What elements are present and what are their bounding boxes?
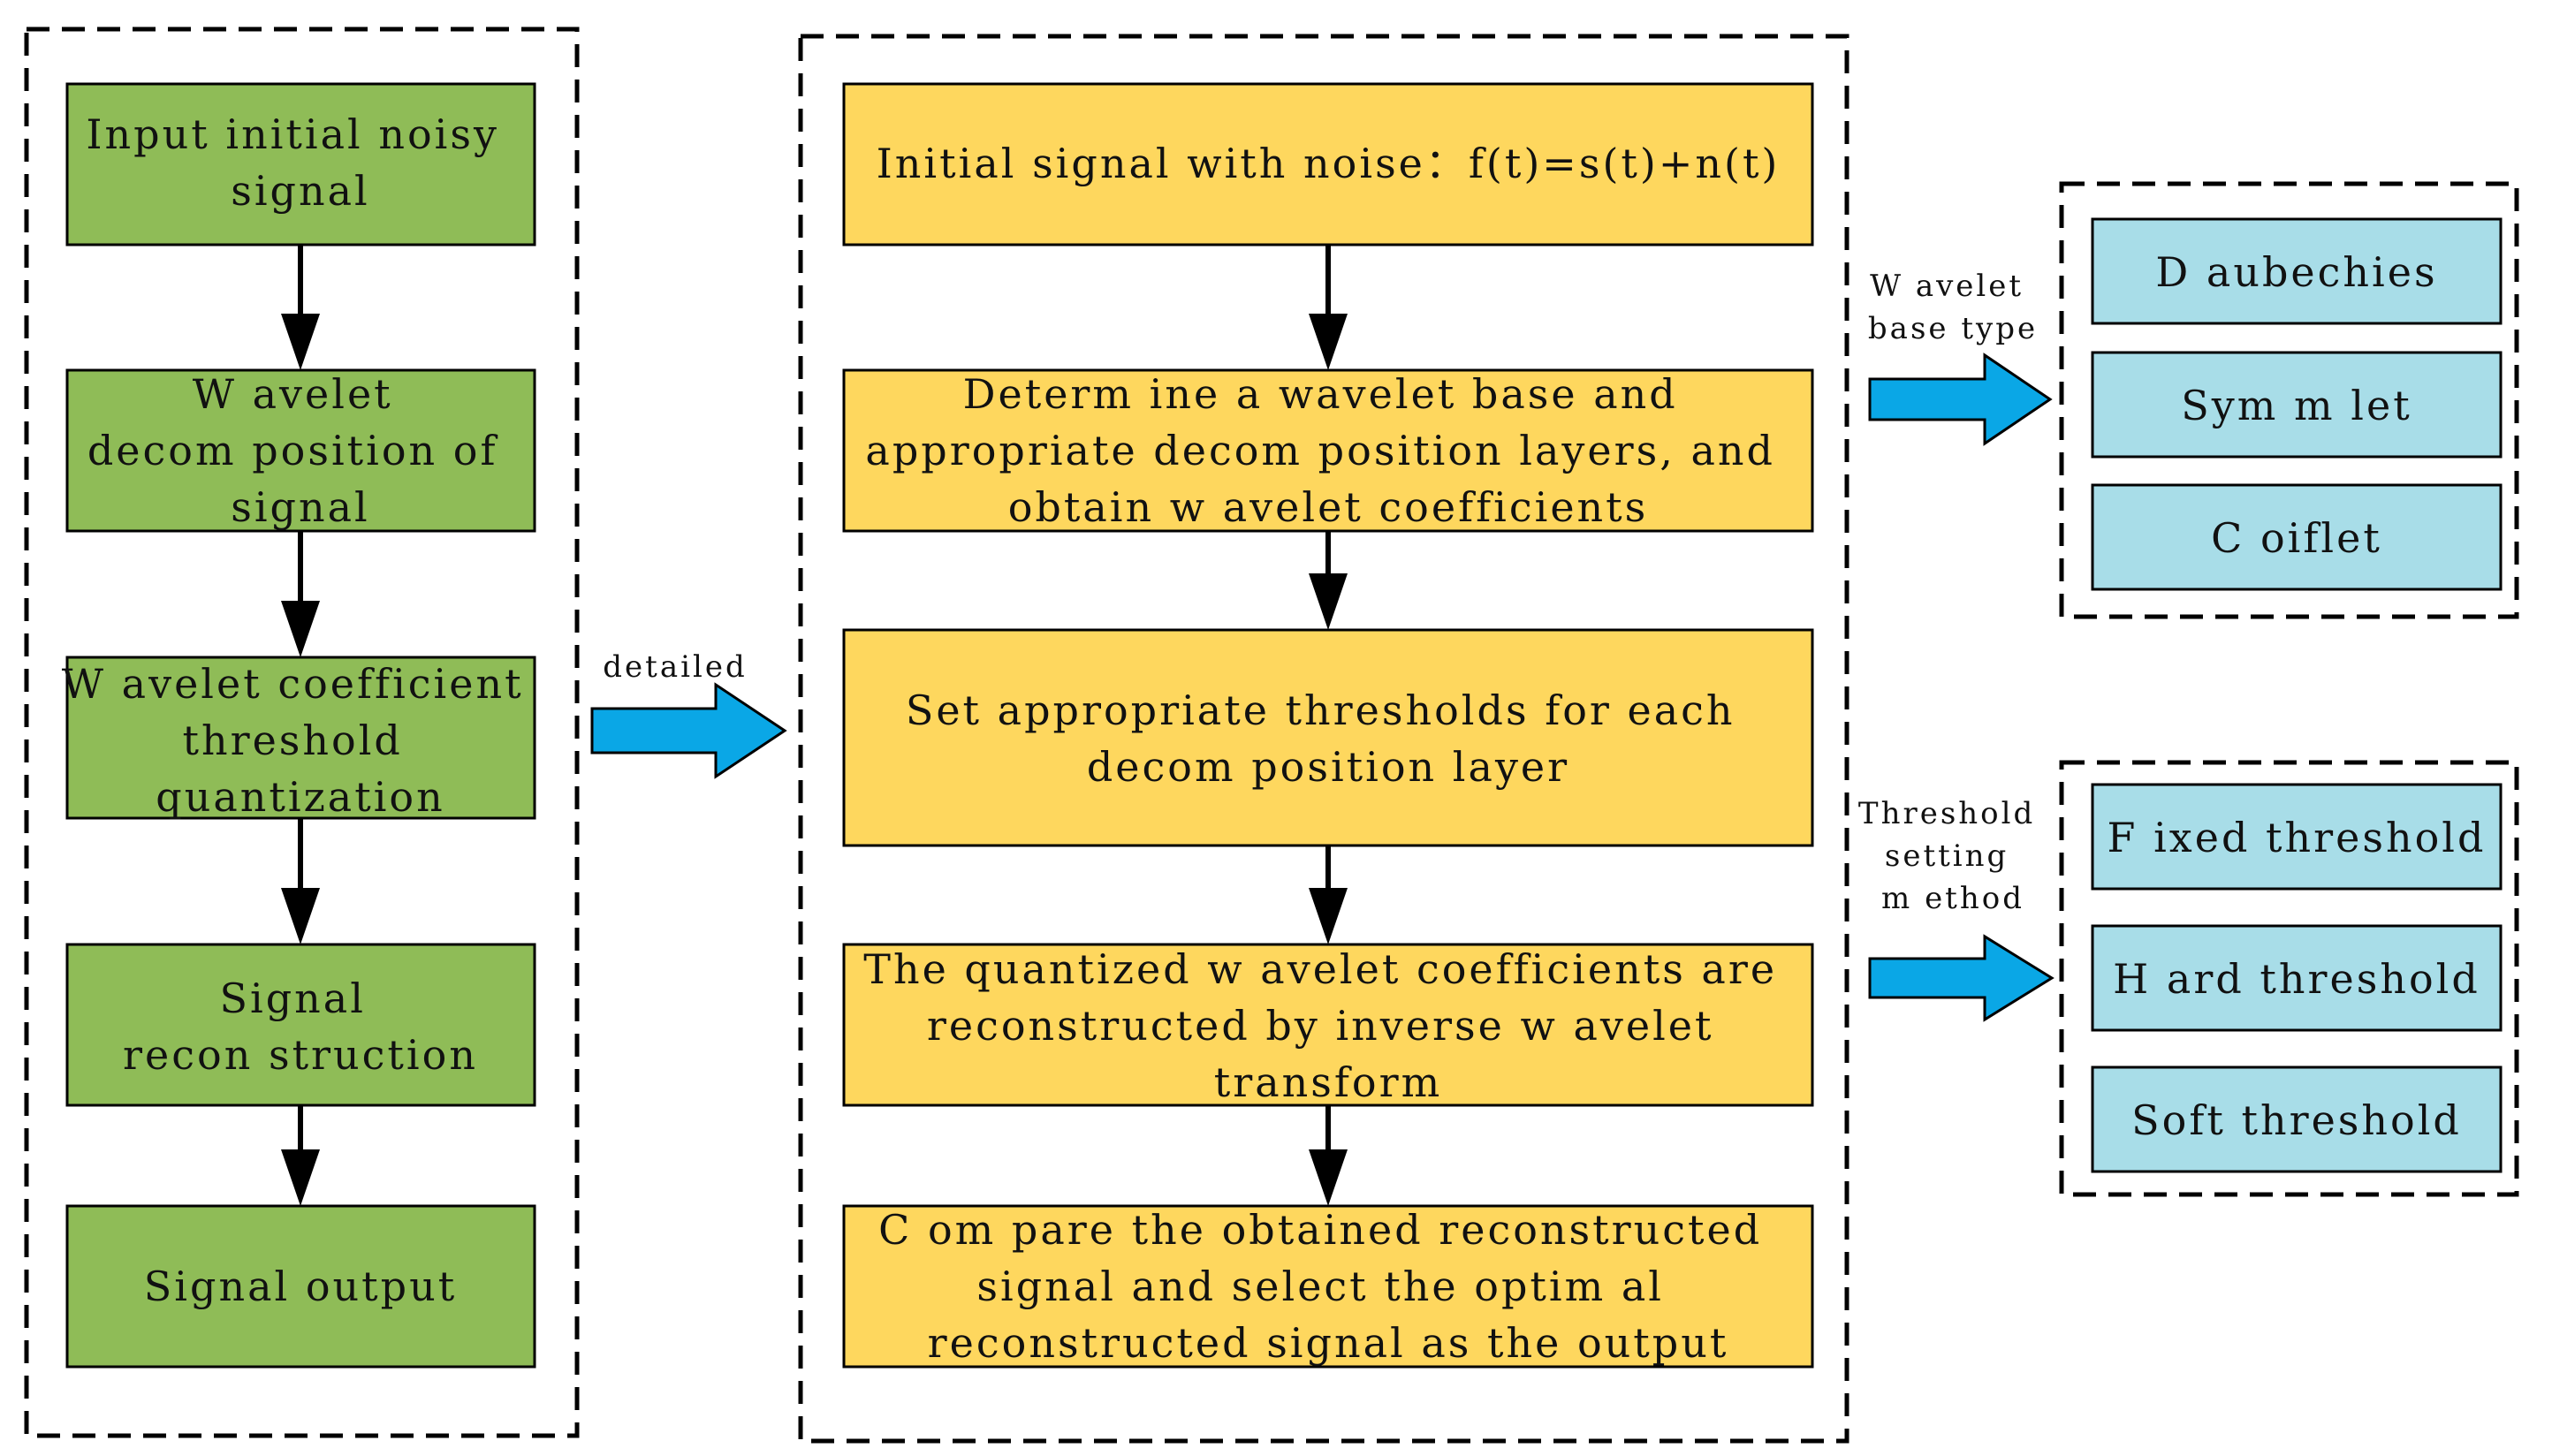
middle-group-frame: [798, 34, 1849, 1444]
wavelet-option-daubechies-label: D aubechies: [2155, 248, 2437, 296]
threshold-label-line-1: Threshold: [1858, 796, 2035, 831]
svg-text:W avelet coefficient thr: W avelet coefficient threshold quantizat…: [62, 660, 539, 821]
middle-step-5-box: [842, 1204, 1814, 1369]
wavelet-option-daubechies: D aubechies: [2091, 217, 2503, 325]
svg-text:W avelet base type: W avelet base type: [1868, 269, 2038, 346]
left-step-3-line-2: threshold: [182, 717, 402, 764]
threshold-group-frame: [2059, 760, 2519, 1197]
middle-step-3-line-2: decom position layer: [1087, 743, 1569, 791]
left-step-4-box: [65, 943, 536, 1107]
middle-step-4-line-3: transform: [1214, 1058, 1442, 1106]
left-step-5-box: [65, 1204, 536, 1369]
left-arrow-3: [281, 818, 320, 944]
svg-text:Signal output: Signal output: [144, 1263, 457, 1310]
middle-step-1-box: [842, 82, 1814, 246]
left-step-2-line-2: decom position of: [87, 427, 498, 474]
left-step-4-line-1: Signal: [219, 974, 365, 1022]
middle-arrow-2: [1309, 531, 1348, 630]
svg-text:W avelet decom position: W avelet decom position of signal: [87, 370, 513, 531]
wavelet-type-arrow: [1868, 353, 2053, 446]
threshold-option-fixed-label: F ixed threshold: [2108, 814, 2487, 861]
left-arrow-2: [281, 531, 320, 657]
middle-arrow-1: [1309, 245, 1348, 370]
left-step-5: Signal output: [65, 1204, 536, 1369]
middle-step-5: C om pare the obtained reconstructed sig…: [842, 1204, 1814, 1369]
detailed-label: detailed: [603, 649, 747, 685]
svg-text:Set appropriate thresholds for: Set appropriate thresholds for each deco…: [906, 686, 1751, 791]
threshold-option-hard-label: H ard threshold: [2113, 955, 2480, 1003]
svg-text:Initial signal with noise：f(t): Initial signal with noise：f(t)=s(t)+n(t): [877, 140, 1781, 187]
middle-step-2: Determ ine a wavelet base and appropriat…: [842, 368, 1814, 533]
svg-text:C om pare the obtained reconst: C om pare the obtained reconstructed sig…: [878, 1206, 1778, 1367]
left-step-3-box: [65, 656, 536, 820]
svg-text:Determ ine a wavelet base and: Determ ine a wavelet base and appropriat…: [865, 370, 1790, 531]
middle-step-3-box: [842, 628, 1814, 847]
left-step-1-box: [65, 82, 536, 246]
left-arrow-4: [281, 1105, 320, 1206]
threshold-option-soft: Soft threshold: [2091, 1065, 2503, 1173]
left-step-5-line-1: Signal output: [144, 1263, 457, 1310]
detailed-arrow: [590, 682, 787, 779]
svg-text:Input initial noisy sign: Input initial noisy signal: [86, 110, 514, 215]
wavelet-option-symmlet-label: Sym m let: [2181, 382, 2411, 429]
left-step-4: Signal recon struction: [65, 943, 536, 1107]
left-step-2-line-3: signal: [231, 483, 370, 531]
middle-step-3-line-1: Set appropriate thresholds for each: [906, 686, 1736, 734]
middle-step-5-line-2: signal and select the optim al: [976, 1263, 1664, 1310]
middle-arrow-3: [1309, 846, 1348, 944]
middle-step-2-line-1: Determ ine a wavelet base and: [963, 370, 1678, 418]
left-step-3-line-1: W avelet coefficient: [62, 660, 524, 708]
threshold-option-fixed: F ixed threshold: [2091, 783, 2503, 891]
threshold-label-line-3: m ethod: [1881, 881, 2024, 916]
wavelet-label-line-2: base type: [1868, 311, 2038, 346]
wavelet-option-coiflet: C oiflet: [2091, 483, 2503, 591]
threshold-option-hard: H ard threshold: [2091, 924, 2503, 1032]
threshold-label-line-2: setting: [1885, 838, 2009, 874]
left-step-3: W avelet coefficient threshold quantizat…: [62, 656, 539, 821]
middle-arrow-4: [1309, 1105, 1348, 1206]
svg-text:Signal recon struction: Signal recon struction: [123, 974, 478, 1079]
left-arrow-1: [281, 245, 320, 370]
left-step-2: W avelet decom position of signal: [65, 368, 536, 533]
wavelet-option-coiflet-label: C oiflet: [2211, 514, 2382, 562]
middle-step-4-box: [842, 943, 1814, 1107]
middle-step-2-line-2: appropriate decom position layers, and: [865, 427, 1775, 474]
middle-step-1: Initial signal with noise：f(t)=s(t)+n(t): [842, 82, 1814, 246]
left-step-4-line-2: recon struction: [123, 1031, 478, 1079]
wavelet-label-line-1: W avelet: [1870, 269, 2024, 304]
middle-step-5-line-1: C om pare the obtained reconstructed: [878, 1206, 1762, 1254]
left-step-1-line-1: Input initial noisy: [86, 110, 499, 158]
middle-step-2-box: [842, 368, 1814, 533]
left-group-frame: [24, 27, 580, 1438]
middle-step-2-line-3: obtain w avelet coefficients: [1008, 483, 1649, 531]
middle-step-4: The quantized w avelet coefficients are …: [842, 943, 1814, 1107]
left-step-1: Input initial noisy signal: [65, 82, 536, 246]
svg-text:Threshold setting m et: Threshold setting m ethod: [1858, 796, 2047, 916]
svg-text:The quantized w avelet coeffic: The quantized w avelet coefficients are …: [863, 945, 1792, 1106]
middle-step-1-line-1: Initial signal with noise：f(t)=s(t)+n(t): [877, 140, 1781, 187]
left-step-1-line-2: signal: [231, 167, 370, 215]
left-step-3-line-3: quantization: [156, 773, 445, 821]
middle-step-3: Set appropriate thresholds for each deco…: [842, 628, 1814, 847]
wavelet-group-frame: [2059, 181, 2519, 619]
left-step-2-line-1: W avelet: [193, 370, 393, 418]
wavelet-option-symmlet: Sym m let: [2091, 351, 2503, 459]
threshold-method-arrow: [1868, 934, 2055, 1022]
middle-step-5-line-3: reconstructed signal as the output: [928, 1319, 1729, 1367]
threshold-option-soft-label: Soft threshold: [2131, 1096, 2462, 1144]
middle-step-4-line-2: reconstructed by inverse w avelet: [927, 1002, 1714, 1050]
middle-step-4-line-1: The quantized w avelet coefficients are: [863, 945, 1777, 993]
